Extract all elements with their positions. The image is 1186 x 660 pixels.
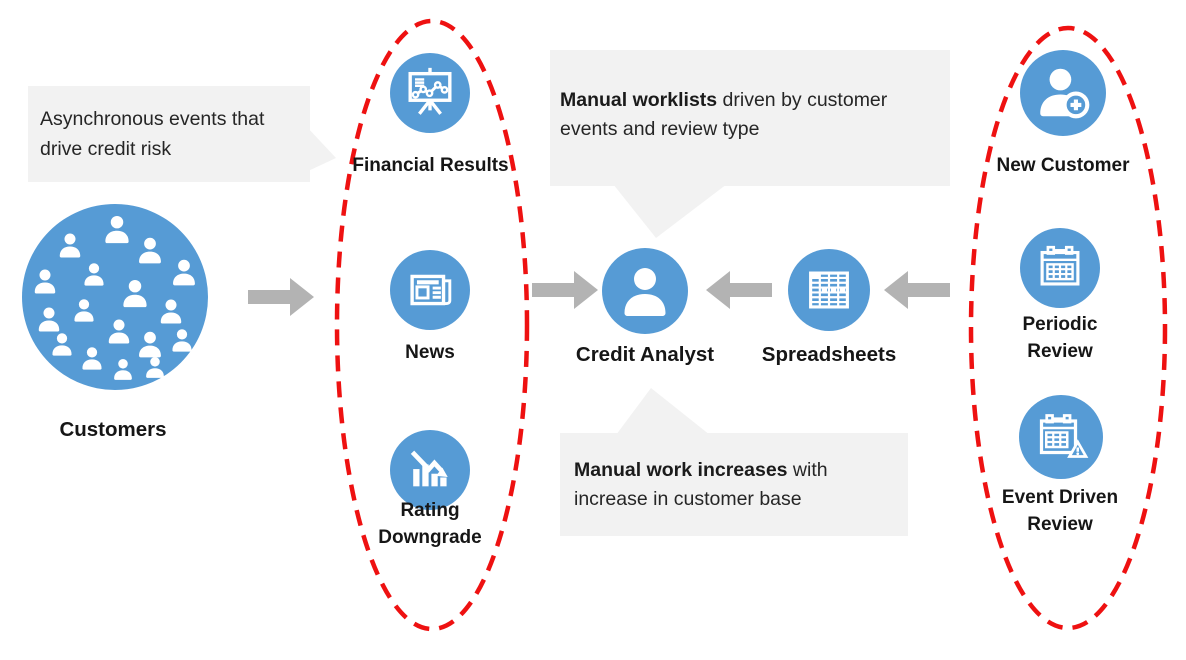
dashed-ellipse-right	[968, 25, 1168, 631]
callout-rest-text: with increase in customer base	[574, 458, 828, 510]
callout-async-events-text: Asynchronous events that drive credit ri…	[40, 108, 265, 160]
callout-bottom-tail	[616, 388, 710, 435]
callout-manual-work: Manual work increases with increase in c…	[560, 433, 908, 536]
customers-group-icon	[22, 204, 208, 390]
spreadsheet-grid-icon	[800, 261, 858, 319]
credit-analyst-circle	[602, 248, 688, 334]
callout-bold-text: Manual worklists	[560, 89, 718, 111]
rating-downgrade-label: Rating Downgrade	[378, 500, 482, 548]
calendar-alert-icon	[1031, 407, 1091, 467]
callout-manual-worklists: Manual worklists driven by customer even…	[550, 50, 950, 186]
new-customer-label: New Customer	[996, 155, 1130, 176]
news-label: News	[405, 342, 455, 363]
person-icon	[78, 344, 106, 372]
periodic-review-label: Periodic Review	[1022, 314, 1098, 362]
declining-chart-icon	[402, 442, 458, 498]
person-icon	[168, 326, 196, 354]
dashed-ellipse-left	[334, 18, 530, 632]
person-icon	[110, 356, 136, 382]
new-customer-circle	[1020, 50, 1106, 136]
spreadsheets-label: Spreadsheets	[761, 343, 897, 366]
bubble-tail	[306, 126, 336, 172]
presentation-chart-icon	[401, 64, 459, 122]
spreadsheets-circle	[788, 249, 870, 331]
newspaper-icon	[401, 261, 459, 319]
person-icon	[156, 296, 186, 326]
arrow-right-icon	[532, 271, 598, 309]
person-icon	[104, 316, 134, 346]
person-icon	[134, 234, 166, 266]
callout-top-tail	[613, 184, 727, 238]
person-icon	[70, 296, 98, 324]
callout-manual-work-text: Manual work increases with increase in c…	[574, 456, 900, 514]
event-driven-review-circle	[1019, 395, 1103, 479]
financial-results-circle	[390, 53, 470, 133]
person-icon	[168, 256, 200, 288]
financial-results-label: Financial Results	[352, 155, 509, 176]
callout-manual-worklists-text: Manual worklists driven by customer even…	[560, 86, 942, 144]
callout-async-events: Asynchronous events that drive credit ri…	[28, 86, 310, 182]
arrow-left-icon	[706, 271, 772, 309]
person-icon	[142, 354, 168, 380]
event-driven-review-label: Event Driven Review	[1001, 487, 1119, 535]
credit-analyst-label: Credit Analyst	[575, 343, 715, 366]
person-icon	[615, 261, 675, 321]
person-icon	[48, 330, 76, 358]
arrow-left-icon	[884, 271, 950, 309]
periodic-review-circle	[1020, 228, 1100, 308]
callout-bold-text: Manual work increases	[574, 458, 788, 481]
person-icon	[55, 230, 85, 260]
customers-label: Customers	[59, 418, 167, 441]
person-icon	[118, 276, 152, 310]
callout-rest-text: driven by customer events and review typ…	[560, 89, 888, 140]
person-icon	[30, 266, 60, 296]
person-add-icon	[1032, 62, 1094, 124]
person-icon	[100, 212, 134, 246]
person-icon	[80, 260, 108, 288]
rating-downgrade-circle	[390, 430, 470, 510]
arrow-right-icon	[248, 278, 314, 316]
calendar-icon	[1031, 239, 1089, 297]
news-circle	[390, 250, 470, 330]
